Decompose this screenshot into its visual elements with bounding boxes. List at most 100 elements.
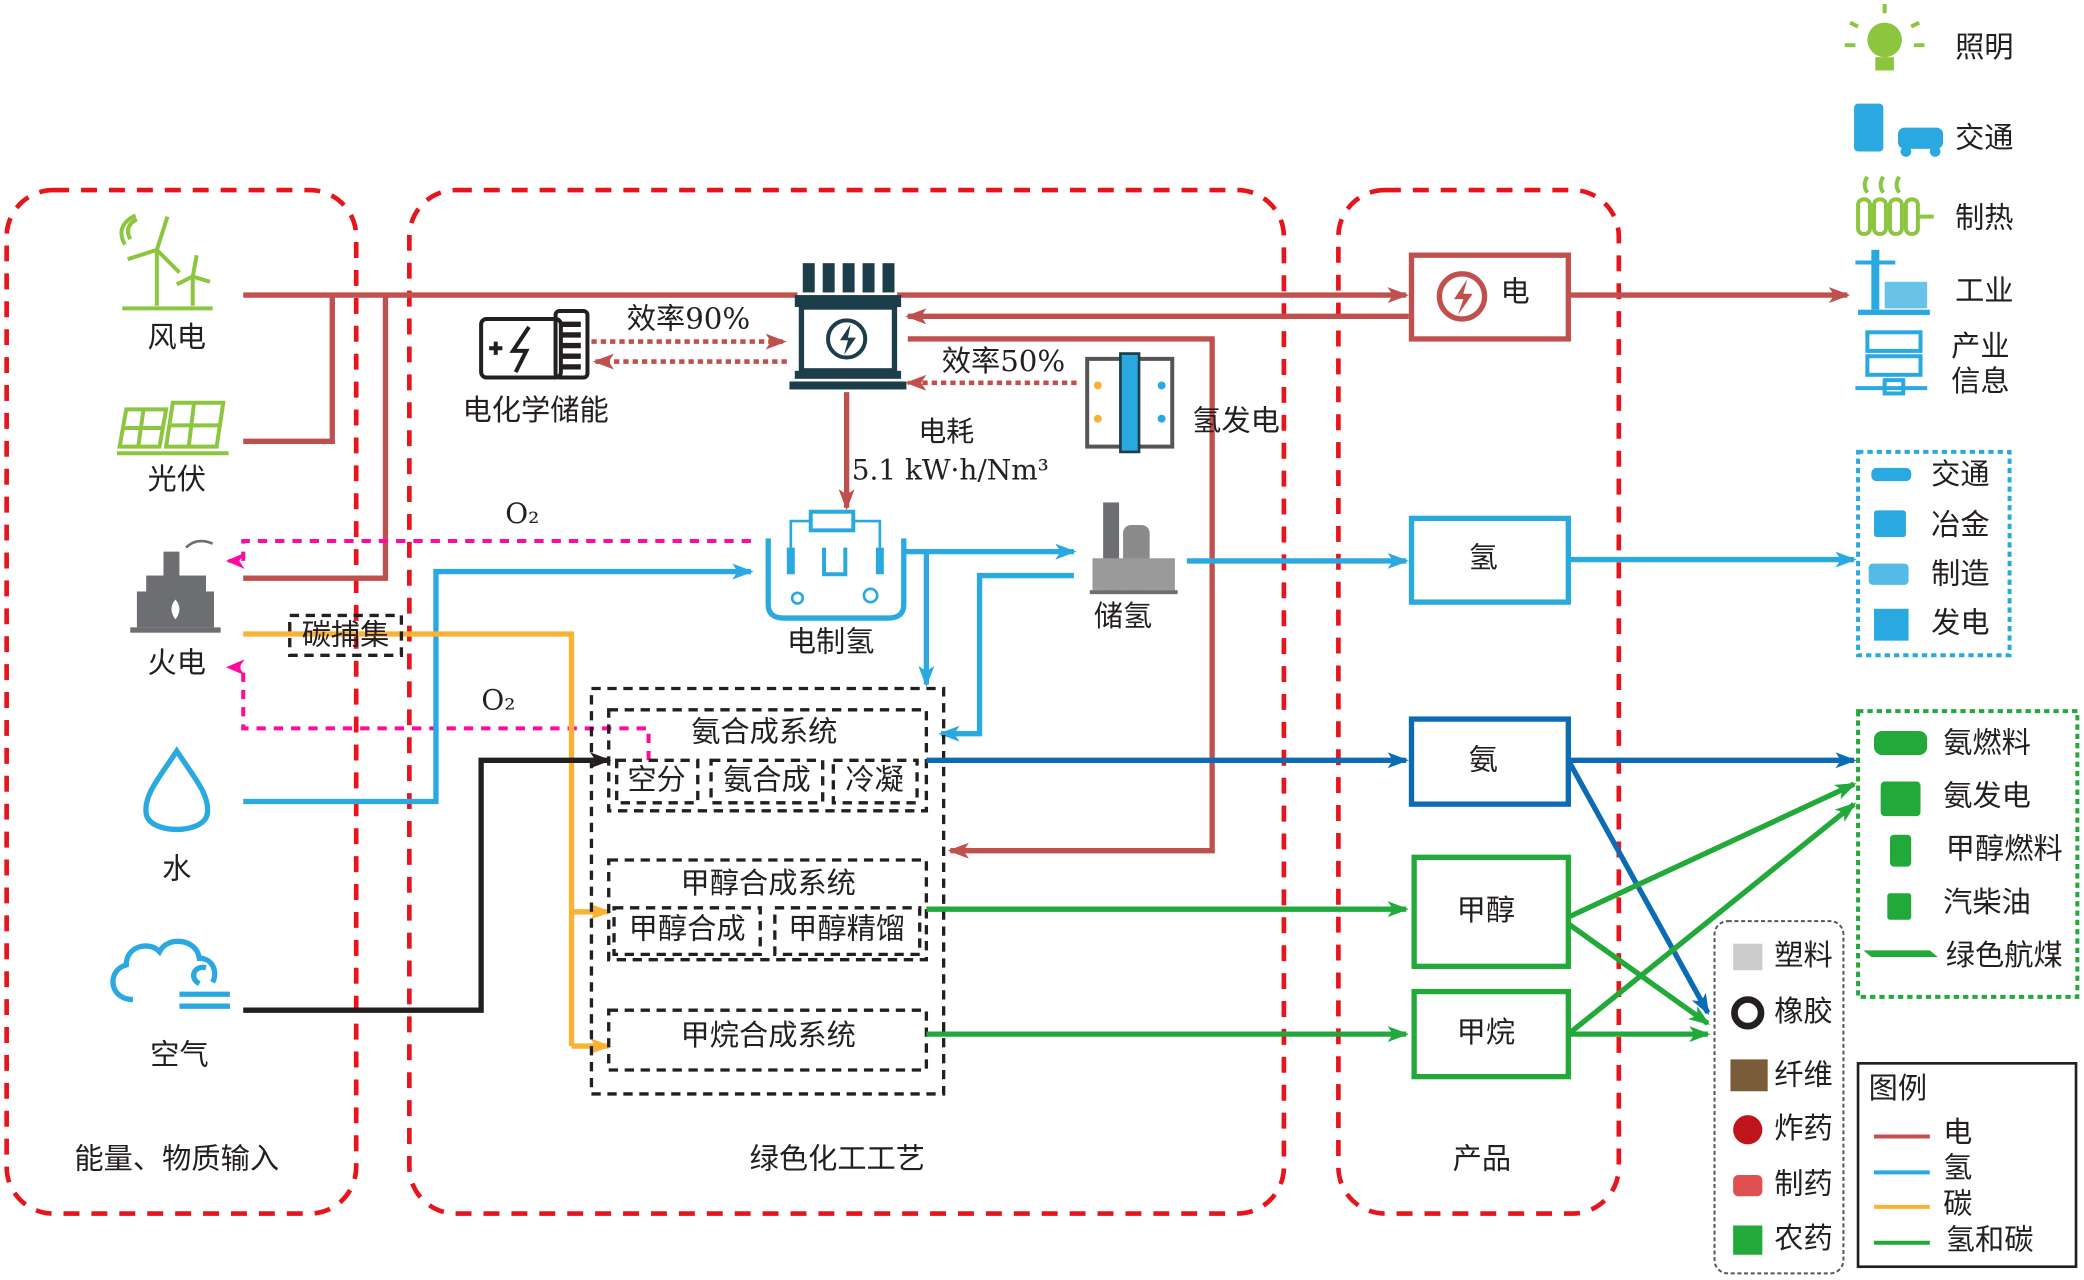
lightning-icon [1436, 271, 1488, 322]
server-icon [1855, 330, 1928, 396]
power-generation-icon [1874, 608, 1909, 641]
step-condensation: 冷凝 [845, 763, 903, 797]
methanol-fuels-arrow [1567, 781, 1857, 920]
methane-fuels-arrow [1566, 802, 1857, 1037]
fuel-can-icon [1887, 893, 1912, 920]
legend-label-electricity: 电 [1943, 1115, 1972, 1149]
chemical-explosive: 炸药 [1774, 1111, 1832, 1145]
efficiency-90-label: 效率90% [627, 301, 750, 335]
battery-storage-icon [479, 309, 590, 380]
legend-label-hydrogen-carbon: 氢和碳 [1946, 1222, 2034, 1256]
methane-synthesis-system: 甲烷合成系统 [607, 1008, 929, 1072]
oxygen-from-air-separation-arrow [225, 659, 651, 761]
ammonia-synthesis-system: 氨合成系统 空分 氨合成 冷凝 [607, 708, 929, 813]
lightbulb-icon [1844, 3, 1925, 71]
battery-label: 电化学储能 [463, 393, 609, 427]
inputs-section-title: 能量、物质输入 [74, 1141, 279, 1175]
methanol-system-title: 甲醇合成系统 [681, 866, 856, 900]
fuel-methanol: 甲醇燃料 [1946, 832, 2063, 866]
product-ammonia: 氨 [1408, 716, 1571, 807]
product-electricity-label: 电 [1501, 275, 1530, 309]
methane-system-title: 甲烷合成系统 [681, 1018, 856, 1052]
hydrogen-uses-box [1856, 449, 2012, 658]
storage-to-ammonia-arrow [938, 572, 1074, 742]
fuel-ammonia-power: 氨发电 [1943, 779, 2031, 813]
use-lighting: 照明 [1955, 30, 2013, 64]
oxygen-label-1: O₂ [505, 497, 539, 530]
air-to-ammonia-arrow [243, 752, 612, 1013]
manufacturing-icon [1868, 563, 1909, 585]
thermal-label: 火电 [148, 646, 206, 680]
chemical-rubber: 橡胶 [1774, 994, 1832, 1028]
hydrogen-use-transport: 交通 [1931, 457, 1989, 491]
product-hydrogen-label: 氢 [1469, 541, 1498, 575]
methanol-chemicals-arrow [1566, 921, 1711, 1026]
power-grid-icon [789, 263, 907, 390]
inputs-section [4, 187, 359, 1216]
chemical-pesticide: 农药 [1774, 1221, 1832, 1255]
electricity-input-lines [243, 292, 798, 581]
product-methane: 甲烷 [1411, 988, 1571, 1080]
legend-label-carbon: 碳 [1943, 1187, 1972, 1221]
step-methanol-synthesis: 甲醇合成 [629, 911, 746, 945]
process-section [407, 187, 1287, 1216]
step-methanol-distillation: 甲醇精馏 [788, 911, 905, 945]
ammonia-system-title: 氨合成系统 [691, 715, 837, 749]
product-electricity: 电 [1408, 252, 1571, 342]
ev-charging-icon [1854, 103, 1944, 157]
thermal-power-plant-icon [130, 539, 221, 633]
fuel-cell-label: 氢发电 [1192, 404, 1280, 438]
ammonia-fuel-icon [1874, 731, 1928, 755]
explosive-icon [1733, 1115, 1763, 1145]
legend: 图例 电 氢 碳 氢和碳 [1856, 1062, 2078, 1269]
use-transport: 交通 [1955, 121, 2013, 155]
medicine-icon [1733, 1174, 1763, 1197]
product-ammonia-label: 氨 [1469, 743, 1498, 777]
water-drop-icon [143, 746, 211, 833]
methanol-synthesis-system: 甲醇合成系统 甲醇合成 甲醇精馏 [607, 858, 929, 962]
solar-panel-icon [116, 400, 229, 456]
use-heating: 制热 [1955, 200, 2013, 234]
product-methanol-label: 甲醇 [1457, 893, 1515, 927]
pv-label: 光伏 [148, 462, 206, 496]
chemicals-box [1713, 920, 1845, 1275]
hydrogen-storage-icon [1089, 502, 1178, 595]
electrolyzer-label: 电制氢 [787, 624, 875, 658]
pesticide-icon [1733, 1225, 1763, 1255]
fuel-ammonia: 氨燃料 [1943, 725, 2031, 759]
hydrogen-use-power: 发电 [1931, 606, 1989, 640]
air-label: 空气 [150, 1038, 208, 1072]
power-consumption-label: 电耗 [918, 415, 974, 448]
legend-title: 图例 [1869, 1071, 1927, 1105]
airplane-icon [1863, 950, 1938, 958]
hydrogen-use-manufacturing: 制造 [1931, 557, 1989, 591]
product-methanol: 甲醇 [1411, 854, 1571, 969]
synthesis-systems-box [589, 686, 946, 1096]
product-methane-label: 甲烷 [1457, 1015, 1515, 1049]
car-icon [1871, 467, 1912, 482]
process-section-title: 绿色化工工艺 [750, 1141, 925, 1175]
products-section [1336, 187, 1622, 1216]
electrolyzer-icon [765, 509, 907, 621]
legend-label-hydrogen: 氢 [1943, 1151, 1972, 1185]
fuels-box [1856, 709, 2080, 999]
water-label: 水 [162, 852, 191, 886]
fuel-gasoline-diesel: 汽柴油 [1943, 885, 2031, 919]
use-information-industry-2: 信息 [1951, 364, 2009, 398]
chemical-plastic: 塑料 [1774, 938, 1832, 972]
heating-icon [1856, 175, 1934, 236]
oxygen-to-thermal-arrow [225, 538, 751, 569]
hydrogen-storage-label: 储氢 [1094, 599, 1152, 633]
wind-turbine-icon [119, 213, 213, 311]
step-air-separation: 空分 [627, 763, 685, 797]
products-section-title: 产品 [1453, 1141, 1511, 1175]
chemical-pharma: 制药 [1774, 1167, 1832, 1201]
industry-icon [1855, 249, 1930, 316]
plastic-icon [1733, 943, 1763, 971]
fuel-green-jet: 绿色航煤 [1946, 938, 2063, 972]
air-cloud-icon [110, 938, 230, 1009]
fiber-icon [1730, 1059, 1768, 1092]
use-industry: 工业 [1955, 273, 2013, 307]
ammonia-power-icon [1880, 781, 1921, 817]
